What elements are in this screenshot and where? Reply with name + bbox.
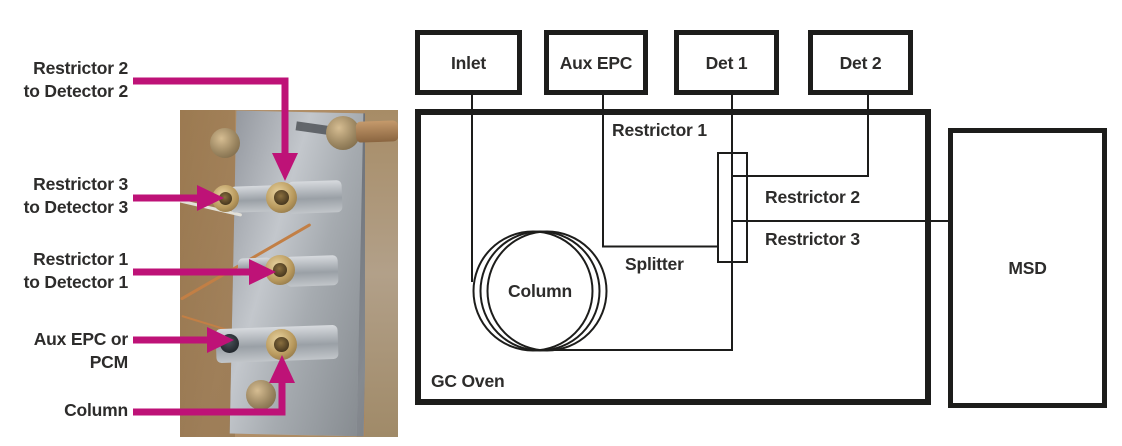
det1-box xyxy=(674,30,779,95)
inlet-label: Inlet xyxy=(451,52,486,73)
callout-column: Column xyxy=(0,399,128,422)
column-label: Column xyxy=(508,281,572,301)
splitter-symbol xyxy=(717,152,748,263)
arrowhead-right-icon xyxy=(249,259,276,285)
callout-line: Restrictor 1 xyxy=(33,249,128,269)
callout-line: Restrictor 3 xyxy=(33,174,128,194)
restrictor1-label: Restrictor 1 xyxy=(612,120,707,140)
callout-arrowheads xyxy=(197,153,298,383)
arrow-column-shaft xyxy=(133,382,286,416)
component-boxes xyxy=(415,30,1107,408)
callout-line: Restrictor 2 xyxy=(33,58,128,78)
restrictor2-label: Restrictor 2 xyxy=(765,187,860,207)
callout-line: to Detector 3 xyxy=(23,197,129,217)
callout-line: to Detector 1 xyxy=(23,272,129,292)
callout-line: Aux EPC or xyxy=(33,329,128,349)
splitter-label: Splitter xyxy=(625,254,684,274)
fitting-row1-nut-left xyxy=(212,185,239,212)
gc-oven-box xyxy=(415,109,931,405)
callout-line: to Detector 2 xyxy=(23,81,129,101)
callout-line: Column xyxy=(64,400,128,420)
det2-label: Det 2 xyxy=(839,52,882,73)
callout-aux-epc-pcm: Aux EPC or PCM xyxy=(0,328,128,374)
det2-box xyxy=(808,30,913,95)
msd-box xyxy=(948,128,1107,408)
aux-epc-box xyxy=(544,30,648,95)
column-coil-3 xyxy=(486,230,608,352)
det1-label: Det 1 xyxy=(705,52,748,73)
callout-line: PCM xyxy=(89,352,128,372)
arrowhead-right-icon xyxy=(207,327,234,353)
aux-epc-label: Aux EPC xyxy=(559,52,633,73)
photo-right-shade xyxy=(365,110,398,437)
arrowhead-down-icon xyxy=(272,153,298,181)
bolt-top-right xyxy=(326,116,360,150)
bolt-top-left xyxy=(210,128,240,158)
gc-oven-label: GC Oven xyxy=(431,371,505,391)
inlet-box xyxy=(415,30,522,95)
line-restrictor2-to-det2 xyxy=(733,92,869,177)
arrow-restrictor2-shaft xyxy=(133,77,289,154)
fitting-row2-nut xyxy=(265,255,295,285)
callout-arrows xyxy=(133,77,289,416)
fitting-row1-nut-right xyxy=(266,182,297,213)
line-auxepc-to-splitter xyxy=(602,92,717,248)
callout-restrictor1: Restrictor 1 to Detector 1 xyxy=(0,248,129,294)
arrowhead-right-icon xyxy=(197,185,224,211)
flow-lines xyxy=(471,92,950,352)
arrowhead-up-icon xyxy=(269,355,295,383)
fitting-row3-nut xyxy=(266,329,297,360)
bolt-bottom xyxy=(246,380,276,410)
restrictor3-label: Restrictor 3 xyxy=(765,229,860,249)
callout-restrictor3: Restrictor 3 to Detector 3 xyxy=(0,173,129,219)
callout-restrictor2: Restrictor 2 to Detector 2 xyxy=(0,57,129,103)
msd-label: MSD xyxy=(1008,258,1047,278)
